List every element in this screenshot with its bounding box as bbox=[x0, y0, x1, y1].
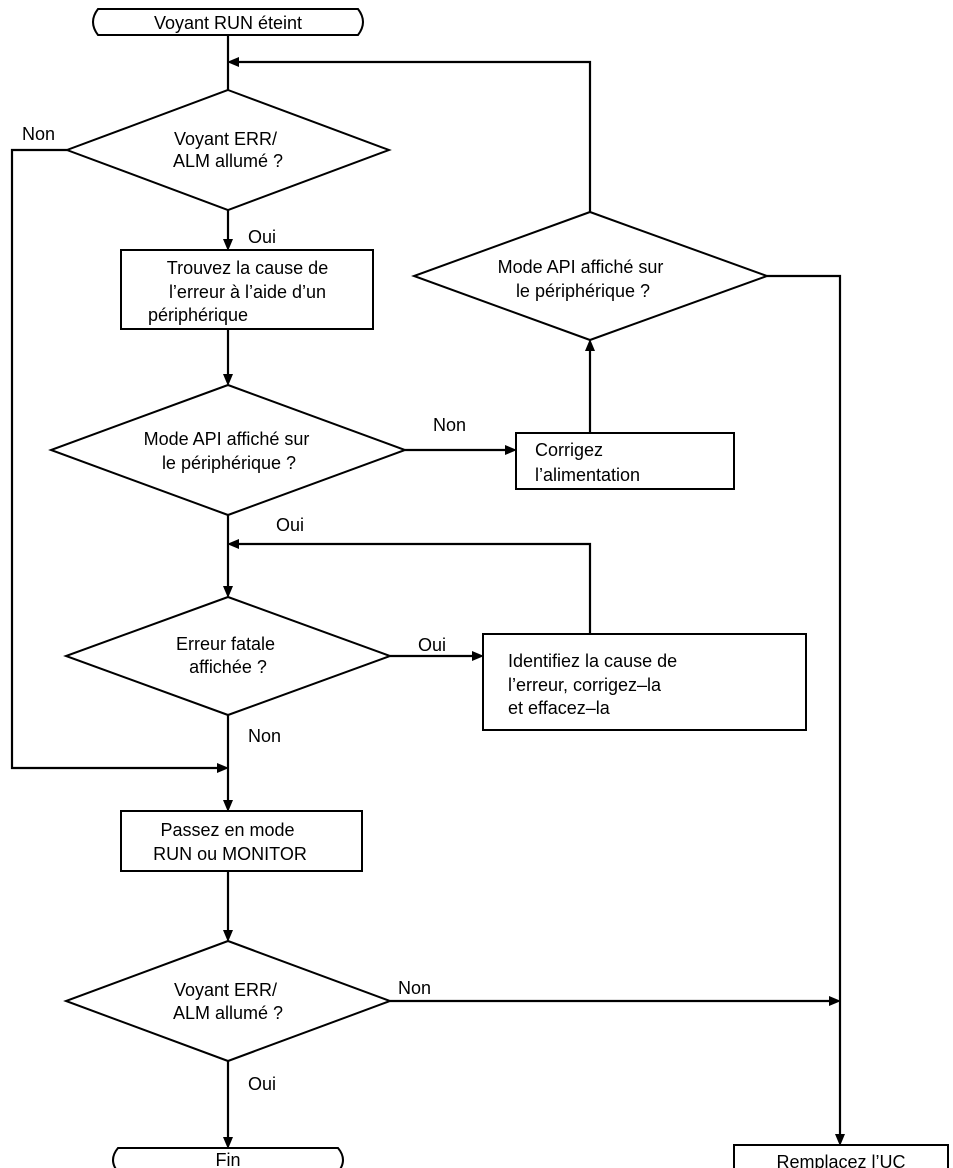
process-fix-power bbox=[515, 432, 735, 490]
d4-line-1: Voyant ERR/ bbox=[174, 980, 277, 1000]
arrowhead bbox=[835, 1134, 845, 1146]
mode-line-2: RUN ou MONITOR bbox=[153, 844, 307, 864]
d1-line-1: Voyant ERR/ bbox=[174, 129, 277, 149]
p1-text: Trouvez la cause de l’erreur à l’aide d’… bbox=[148, 258, 333, 325]
d3-line-2: affichée ? bbox=[189, 657, 267, 677]
fix-text: Identifiez la cause de l’erreur, corrige… bbox=[508, 651, 682, 718]
label-d1-no: Non bbox=[22, 124, 55, 144]
arrowhead bbox=[223, 374, 233, 386]
process-identify-cause bbox=[482, 633, 807, 731]
power-line-2: l’alimentation bbox=[535, 465, 640, 485]
decision-api-mode-1 bbox=[48, 383, 408, 517]
arrowhead bbox=[227, 539, 239, 549]
p1-line-2: l’erreur à l’aide d’un bbox=[169, 282, 326, 302]
connector-d1-no bbox=[10, 148, 222, 770]
d2-line-2: le périphérique ? bbox=[162, 453, 296, 473]
process-find-cause bbox=[120, 249, 374, 330]
d3-text: Erreur fatale affichée ? bbox=[176, 634, 280, 677]
label-d3-no: Non bbox=[248, 726, 281, 746]
arrowhead bbox=[223, 586, 233, 598]
d4-text: Voyant ERR/ ALM allumé ? bbox=[173, 980, 283, 1023]
p1-line-3: périphérique bbox=[148, 305, 248, 325]
fix-line-2: l’erreur, corrigez–la bbox=[508, 675, 662, 695]
d2-line-1: Mode API affiché sur bbox=[144, 429, 310, 449]
label-d3-yes: Oui bbox=[418, 635, 446, 655]
fix-line-1: Identifiez la cause de bbox=[508, 651, 677, 671]
start-terminal bbox=[92, 8, 364, 36]
arrowhead bbox=[472, 651, 484, 661]
end-label: Fin bbox=[215, 1150, 240, 1168]
arrowhead bbox=[505, 445, 517, 455]
arrowhead bbox=[223, 239, 233, 251]
p1-line-1: Trouvez la cause de bbox=[167, 258, 328, 278]
d-top-line-2: le périphérique ? bbox=[516, 281, 650, 301]
fix-line-3: et effacez–la bbox=[508, 698, 611, 718]
label-d4-yes: Oui bbox=[248, 1074, 276, 1094]
d-top-line-1: Mode API affiché sur bbox=[498, 257, 664, 277]
process-switch-mode bbox=[120, 810, 363, 872]
connector-top-loop bbox=[234, 60, 592, 212]
arrowhead bbox=[223, 800, 233, 812]
mode-line-1: Passez en mode bbox=[160, 820, 294, 840]
decision-err-alm-1 bbox=[64, 88, 392, 212]
connector-fix-loop bbox=[234, 542, 592, 634]
arrowhead bbox=[829, 996, 841, 1006]
d1-text: Voyant ERR/ ALM allumé ? bbox=[173, 129, 283, 171]
d1-line-2: ALM allumé ? bbox=[173, 151, 283, 171]
label-d2-no: Non bbox=[433, 415, 466, 435]
label-d2-yes: Oui bbox=[276, 515, 304, 535]
d2-text: Mode API affiché sur le périphérique ? bbox=[144, 429, 315, 473]
connector-top-right bbox=[767, 274, 842, 1139]
decision-err-alm-2 bbox=[63, 939, 393, 1063]
arrowhead bbox=[223, 1137, 233, 1149]
arrowhead bbox=[585, 339, 595, 351]
arrowhead bbox=[223, 930, 233, 942]
power-line-1: Corrigez bbox=[535, 440, 603, 460]
label-d1-yes: Oui bbox=[248, 227, 276, 247]
arrowhead bbox=[217, 763, 229, 773]
mode-text: Passez en mode RUN ou MONITOR bbox=[153, 820, 307, 864]
power-text: Corrigez l’alimentation bbox=[535, 440, 640, 485]
d3-line-1: Erreur fatale bbox=[176, 634, 275, 654]
end-terminal bbox=[112, 1147, 344, 1168]
label-d4-no: Non bbox=[398, 978, 431, 998]
d4-line-2: ALM allumé ? bbox=[173, 1003, 283, 1023]
arrowhead bbox=[227, 57, 239, 67]
d-top-text: Mode API affiché sur le périphérique ? bbox=[498, 257, 669, 301]
decision-fatal-error bbox=[63, 595, 393, 717]
process-replace-cpu bbox=[733, 1144, 949, 1168]
replace-label: Remplacez l’UC bbox=[776, 1152, 905, 1168]
start-label: Voyant RUN éteint bbox=[154, 13, 302, 33]
